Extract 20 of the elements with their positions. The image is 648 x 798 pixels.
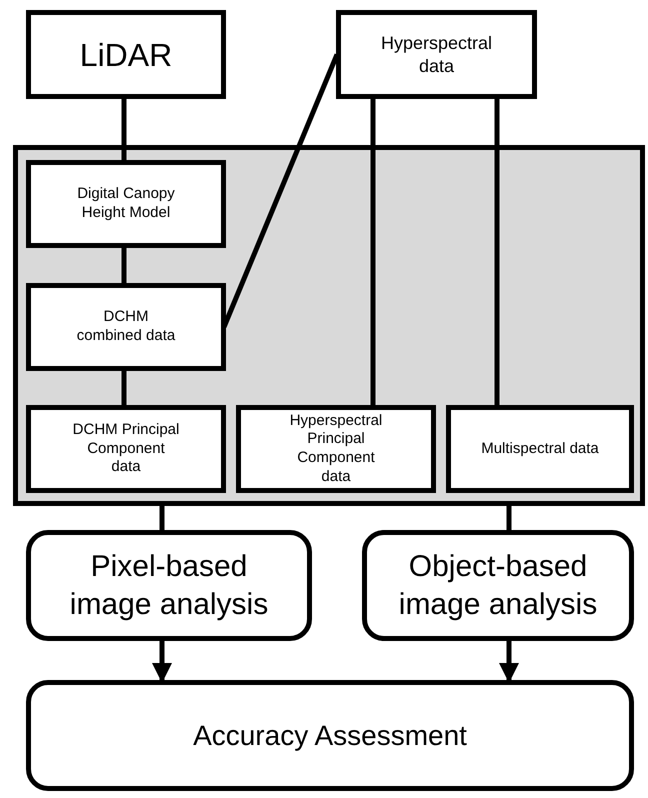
source-box: Hyperspectral data — [336, 10, 537, 99]
result-box: Accuracy Assessment — [26, 680, 634, 791]
arrow — [152, 639, 172, 683]
data-box: Multispectral data — [446, 405, 634, 493]
analysis-box: Object-based image analysis — [362, 530, 634, 641]
process-box: Digital Canopy Height Model — [26, 160, 226, 248]
analysis-box: Pixel-based image analysis — [26, 530, 312, 641]
connector-line — [122, 369, 126, 407]
arrow — [499, 639, 519, 683]
data-box: Hyperspectral Principal Component data — [236, 405, 436, 493]
connector-line — [122, 97, 126, 162]
processing-panel — [13, 145, 645, 506]
source-box: LiDAR — [26, 10, 226, 99]
data-box: DCHM Principal Component data — [26, 405, 226, 493]
connector-line — [160, 504, 164, 532]
connector-line — [122, 246, 126, 285]
process-box: DCHM combined data — [26, 283, 226, 371]
connector-line — [370, 97, 376, 407]
connector-line — [506, 504, 512, 532]
connector-line — [494, 97, 500, 407]
